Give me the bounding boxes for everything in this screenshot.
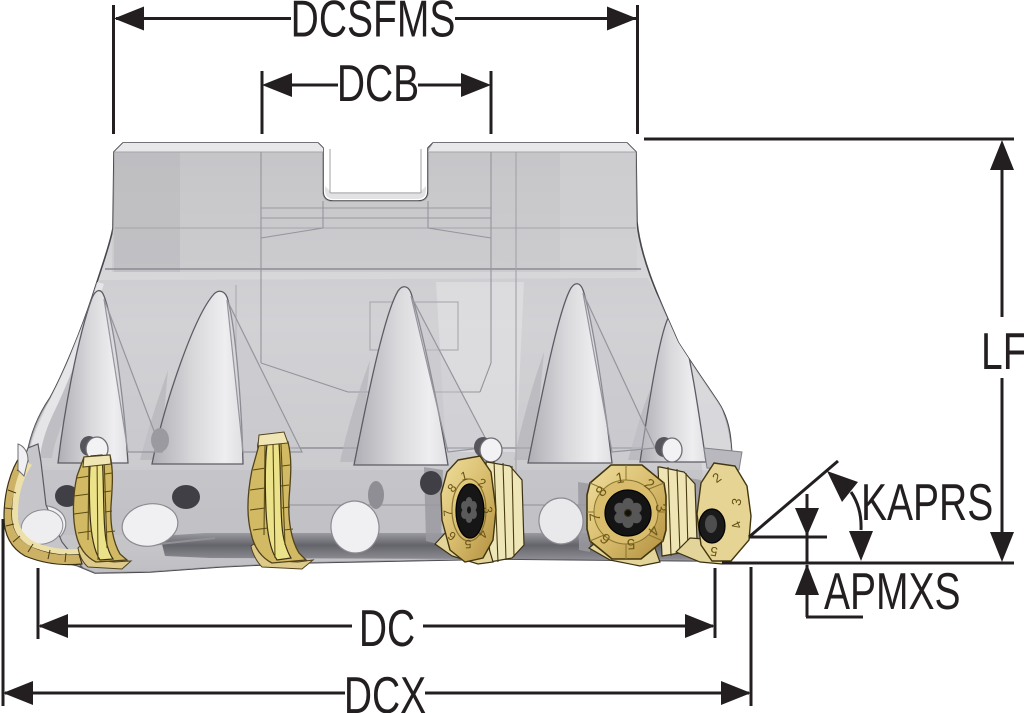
svg-text:7: 7: [587, 512, 605, 522]
svg-text:APMXS: APMXS: [824, 563, 961, 621]
svg-text:DCX: DCX: [344, 667, 426, 713]
svg-text:5: 5: [709, 543, 719, 559]
svg-text:5: 5: [464, 537, 471, 551]
svg-text:DCB: DCB: [337, 55, 419, 113]
svg-text:3: 3: [651, 503, 669, 514]
svg-text:1: 1: [614, 469, 625, 487]
svg-text:3: 3: [481, 505, 496, 514]
svg-text:DCSFMS: DCSFMS: [291, 0, 456, 49]
svg-text:5: 5: [626, 535, 636, 553]
svg-text:7: 7: [441, 509, 456, 517]
svg-text:3: 3: [728, 497, 744, 507]
svg-text:LF: LF: [981, 323, 1024, 381]
svg-text:1: 1: [459, 468, 469, 483]
svg-text:KAPRS: KAPRS: [861, 474, 993, 532]
svg-text:DC: DC: [359, 600, 415, 658]
